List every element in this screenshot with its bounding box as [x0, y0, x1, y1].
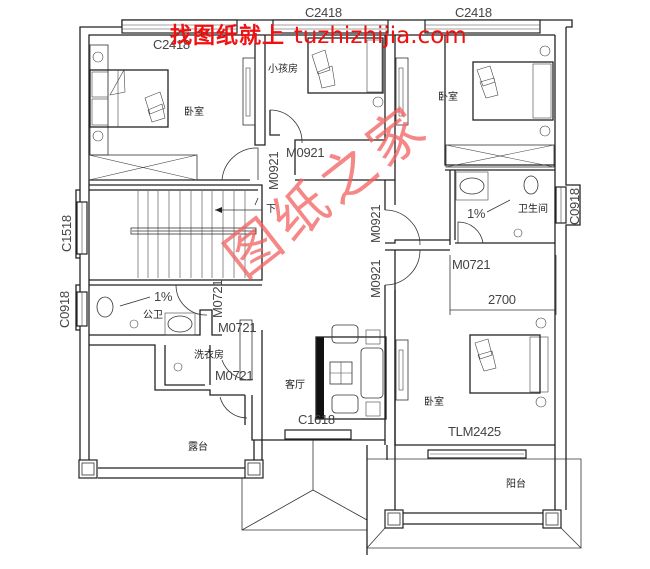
window-label-c1518: C1518 — [59, 215, 74, 252]
watermark-url: tuzhizhijia.com — [293, 23, 467, 49]
door-label-m0921-corridor-lower: M0921 — [368, 259, 383, 298]
room-label-terrace: 露台 — [188, 442, 208, 453]
door-label-m0921-corridor-upper: M0921 — [368, 204, 383, 243]
slope-label-bathroom: 1% — [467, 206, 486, 221]
dimension-label: 2700 — [488, 292, 516, 307]
room-label-bathroom: 卫生间 — [518, 204, 548, 215]
top-windows — [76, 19, 567, 327]
dimension-2700 — [449, 255, 557, 315]
door-label-m0721-public-bath: M0721 — [210, 279, 225, 318]
staircase — [130, 191, 262, 278]
room-label-laundry: 洗衣房 — [194, 350, 224, 361]
watermark-banner: 找图纸就上 tuzhizhijia.com — [170, 18, 467, 50]
window-label-c2418-right: C2418 — [455, 5, 492, 20]
slope-label-public-bath: 1% — [154, 289, 173, 304]
room-label-bedroom-top-left: 卧室 — [184, 107, 204, 118]
window-label-c0918-left: C0918 — [57, 291, 72, 328]
living-room-furniture — [315, 324, 387, 420]
door-label-m0721-laundry-lower: M0721 — [215, 368, 254, 383]
terrace-and-balcony — [78, 345, 582, 555]
exterior-walls — [75, 19, 581, 455]
interior-walls — [89, 35, 555, 446]
room-label-bedroom-bottom-right: 卧室 — [424, 397, 444, 408]
bathroom-fixtures — [96, 171, 539, 372]
window-label-c2418-left: C2418 — [153, 37, 190, 52]
door-label-m0721-laundry-upper: M0721 — [218, 320, 257, 335]
room-label-bedroom-top-right: 卧室 — [438, 92, 458, 103]
window-label-c1618: C1618 — [298, 412, 335, 427]
window-label-c0918-right: C0918 — [567, 188, 582, 225]
door-label-m0921-kids: M0921 — [286, 145, 325, 160]
window-label-c2418-middle: C2418 — [305, 5, 342, 20]
room-label-kids-room: 小孩房 — [268, 64, 298, 75]
watermark-text: 找图纸就上 — [170, 23, 286, 49]
room-label-balcony: 阳台 — [506, 479, 526, 490]
door-label-m0721-bath: M0721 — [452, 257, 491, 272]
room-label-public-bath: 公卫 — [143, 310, 163, 321]
room-label-living-room: 客厅 — [285, 380, 305, 391]
stair-down-label: 下 — [266, 204, 276, 215]
wardrobes — [88, 57, 555, 401]
door-label-tlm2425: TLM2425 — [448, 424, 501, 439]
beds — [89, 37, 554, 408]
